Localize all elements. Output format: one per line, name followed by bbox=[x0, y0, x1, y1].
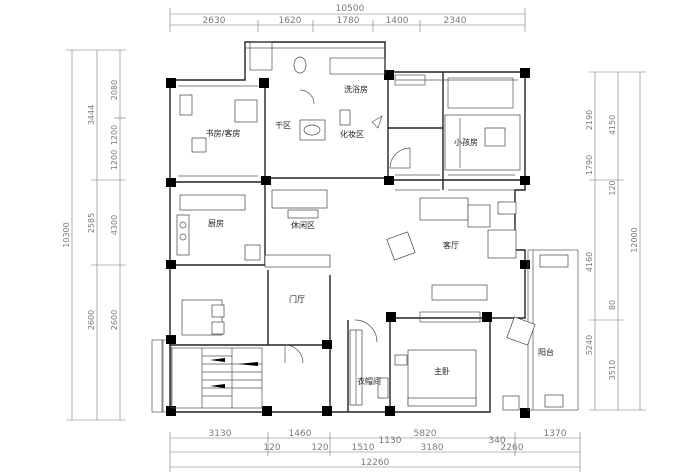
bottom-dim-1: 3130 bbox=[209, 429, 232, 439]
bottom-dim-10: 340 bbox=[488, 436, 505, 446]
left-dim-6: 1200 bbox=[110, 150, 119, 170]
right-dim-3: 4160 bbox=[585, 252, 594, 272]
room-label-living: 客厅 bbox=[443, 240, 459, 250]
room-label-bathroom: 洗浴房 bbox=[344, 84, 368, 94]
bottom-overall-dim: 12260 bbox=[361, 458, 390, 468]
left-dim-2: 2585 bbox=[87, 213, 96, 233]
bottom-dimensions: 3130 120 1460 5820 1370 120 1510 1130 31… bbox=[169, 429, 581, 472]
right-dimensions: 2190 1790 4160 5240 4150 120 80 3510 120… bbox=[585, 71, 646, 411]
top-dim-2: 1620 bbox=[279, 16, 302, 26]
left-dim-7: 4300 bbox=[110, 215, 119, 235]
left-overall-dim: 10300 bbox=[62, 222, 71, 247]
room-label-kitchen: 厨房 bbox=[208, 218, 224, 228]
room-label-leisure: 休闲区 bbox=[291, 220, 315, 230]
top-overall-dim: 10500 bbox=[336, 4, 365, 14]
top-dim-5: 2340 bbox=[444, 16, 467, 26]
bottom-dim-9: 3180 bbox=[421, 443, 444, 453]
room-label-dry-area: 干区 bbox=[275, 121, 291, 130]
walls bbox=[162, 41, 526, 413]
top-dim-4: 1400 bbox=[386, 16, 409, 26]
left-dim-4: 2080 bbox=[110, 80, 119, 100]
bottom-dim-8: 1130 bbox=[379, 436, 402, 446]
right-dim-6: 120 bbox=[608, 180, 617, 195]
left-dim-5: 1200 bbox=[110, 125, 119, 145]
stairs bbox=[171, 347, 263, 409]
right-overall-dim: 12000 bbox=[630, 227, 639, 252]
room-label-small-bedroom: 小孩房 bbox=[454, 137, 478, 147]
bottom-dim-5: 1370 bbox=[544, 429, 567, 439]
right-dim-8: 3510 bbox=[608, 360, 617, 380]
room-label-master: 主卧 bbox=[434, 366, 450, 376]
bottom-dim-6: 120 bbox=[311, 443, 328, 453]
right-dim-7: 80 bbox=[608, 300, 617, 310]
left-dim-8: 2600 bbox=[110, 310, 119, 330]
furniture bbox=[176, 56, 569, 411]
right-dim-1: 2190 bbox=[585, 110, 594, 130]
right-dim-2: 1790 bbox=[585, 155, 594, 175]
bottom-dim-4: 5820 bbox=[414, 429, 437, 439]
top-dimensions: 10500 2630 1620 1780 1400 2340 bbox=[169, 4, 526, 32]
right-dim-5: 4150 bbox=[608, 115, 617, 135]
room-label-balcony: 阳台 bbox=[538, 347, 554, 357]
bottom-dim-7: 1510 bbox=[352, 443, 375, 453]
room-label-vanity: 化妆区 bbox=[340, 129, 364, 139]
top-dim-1: 2630 bbox=[203, 16, 226, 26]
room-label-study: 书房/客房 bbox=[206, 128, 241, 138]
left-dim-1: 3444 bbox=[87, 105, 96, 125]
doors bbox=[284, 89, 411, 364]
bottom-dim-3: 1460 bbox=[289, 429, 312, 439]
left-dim-3: 2600 bbox=[87, 310, 96, 330]
room-label-foyer: 门厅 bbox=[289, 294, 305, 304]
top-dim-3: 1780 bbox=[337, 16, 360, 26]
columns bbox=[166, 68, 530, 418]
room-label-closet: 衣帽间 bbox=[357, 376, 381, 386]
room-labels: 书房/客房 干区 洗浴房 化妆区 小孩房 厨房 休闲区 客厅 门厅 衣帽间 主卧… bbox=[206, 84, 554, 386]
bottom-dim-11: 2260 bbox=[501, 443, 524, 453]
left-dimensions: 10300 3444 2585 2600 2080 1200 1200 4300… bbox=[62, 49, 126, 421]
right-dim-4: 5240 bbox=[585, 335, 594, 355]
bottom-dim-2: 120 bbox=[263, 443, 280, 453]
